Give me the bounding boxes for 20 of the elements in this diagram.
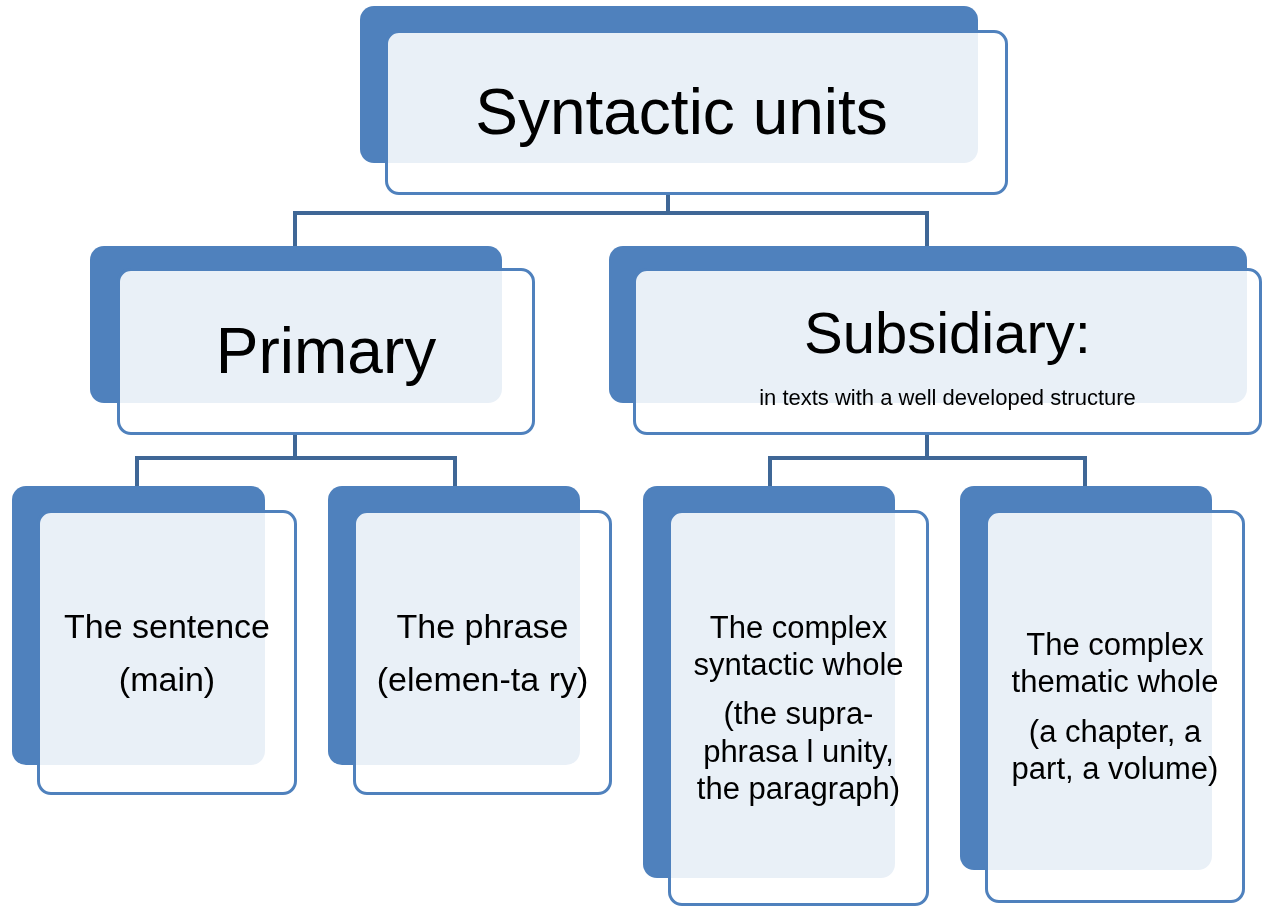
process-box xyxy=(643,486,929,906)
node-title: The sentence xyxy=(64,605,270,647)
process-box xyxy=(360,6,1008,195)
node-title: Syntactic units xyxy=(475,75,888,151)
process-box xyxy=(328,486,612,795)
node-subtitle: (main) xyxy=(118,658,216,700)
node-subtitle: (elemen-ta ry) xyxy=(376,658,589,700)
process-box xyxy=(960,486,1245,903)
node-title: The phrase xyxy=(396,605,569,647)
connector-line xyxy=(666,195,929,246)
process-box xyxy=(90,246,535,435)
process-box xyxy=(609,246,1262,435)
node-subtitle: in texts with a well developed structure xyxy=(759,385,1136,412)
node-title: The complex syntactic whole xyxy=(692,609,905,684)
node-title: Primary xyxy=(215,314,437,390)
node-subtitle: (the supra-phrasa l unity, the paragraph) xyxy=(695,695,902,807)
node-subtitle: (a chapter, a part, a volume) xyxy=(1010,712,1220,787)
process-box xyxy=(12,486,297,795)
node-title: Subsidiary: xyxy=(804,298,1091,367)
node-title: The complex thematic whole xyxy=(1010,626,1220,701)
